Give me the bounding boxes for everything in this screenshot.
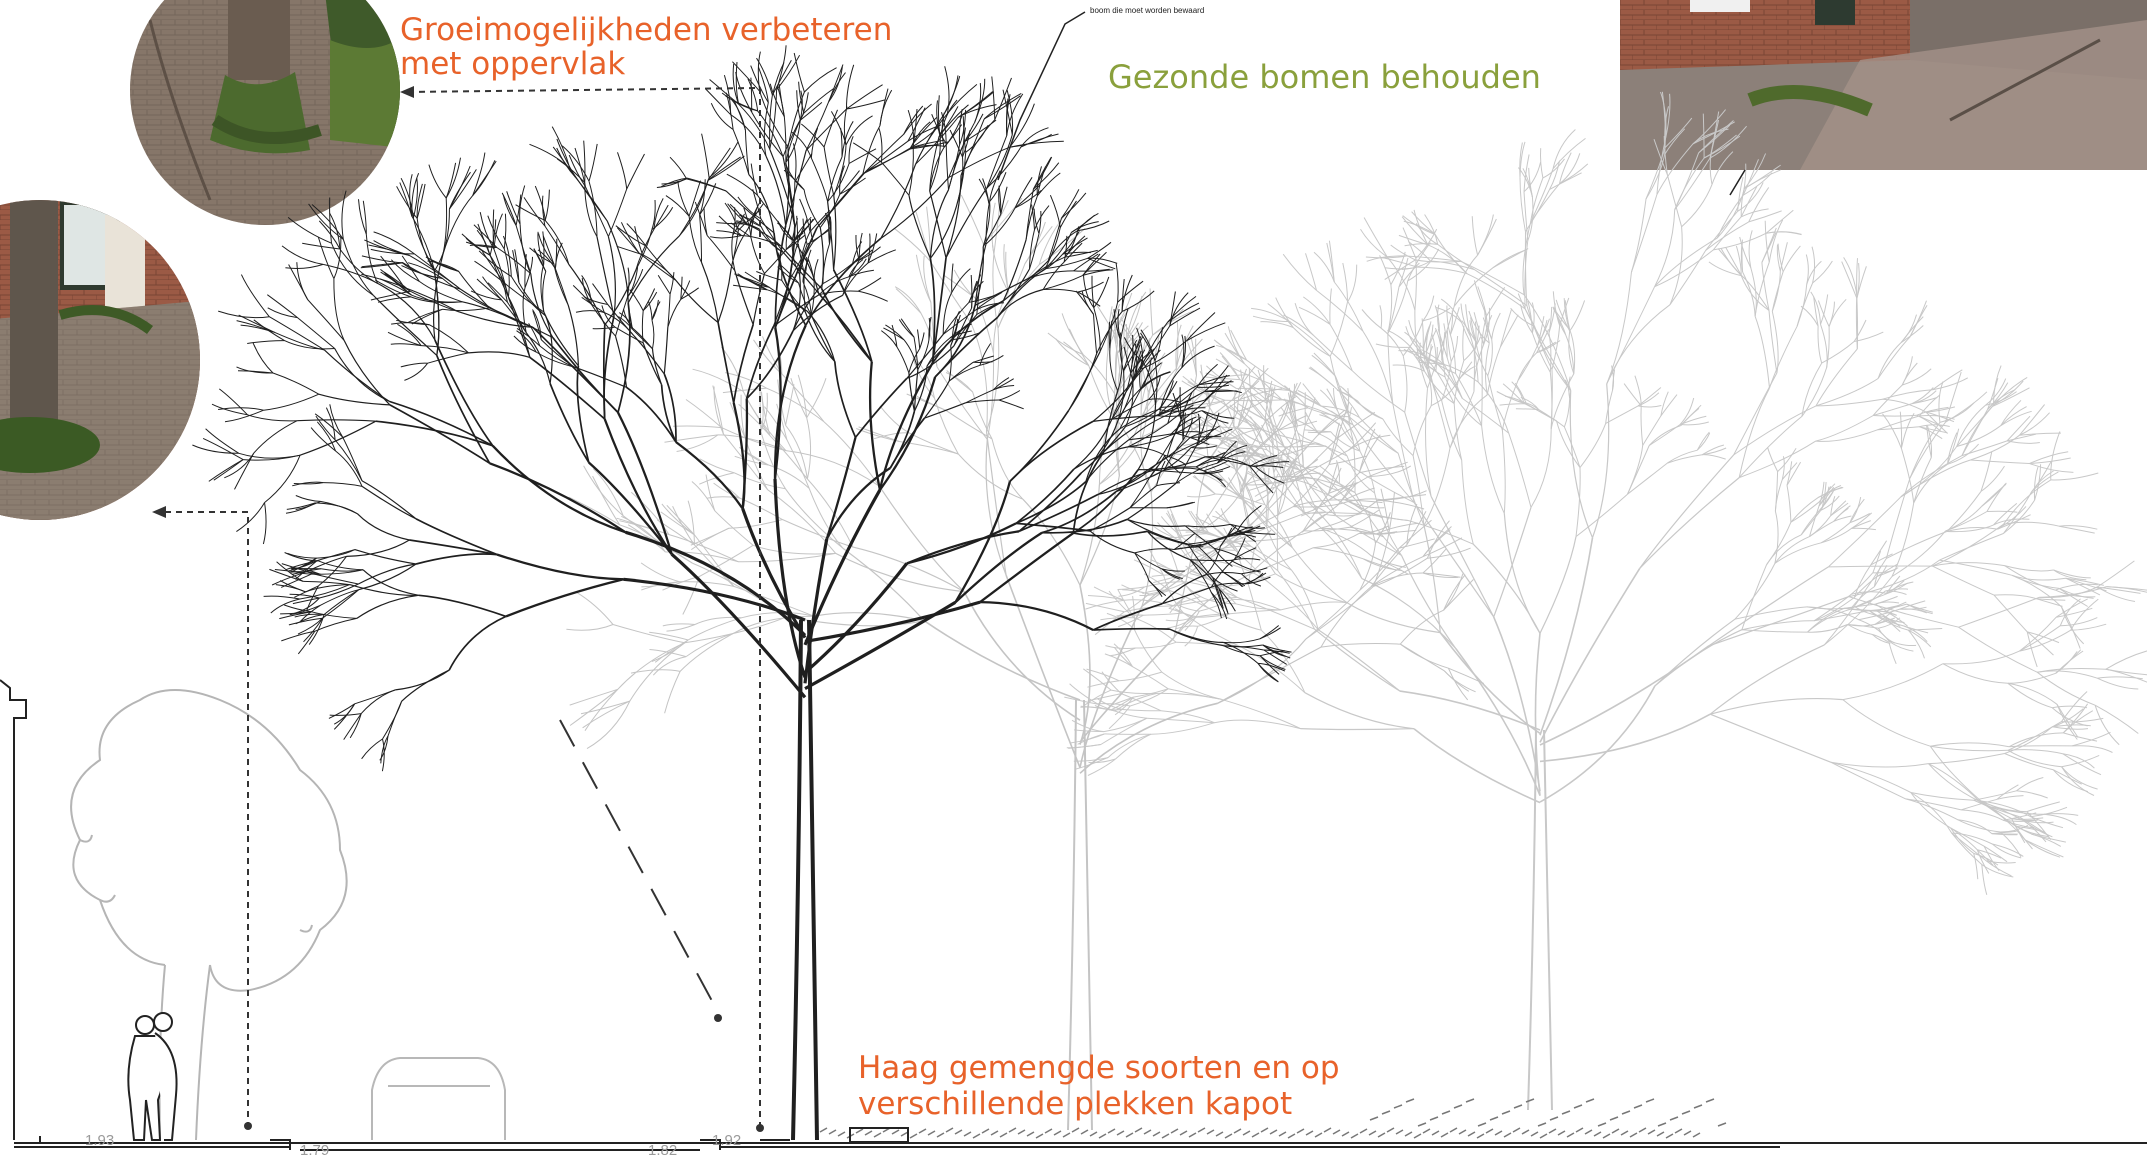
ground-line [14, 1136, 2147, 1151]
medium-background-tree [566, 194, 1485, 1131]
dimension-label-2: 1.79 [300, 1142, 330, 1159]
photo-leader [1729, 169, 1746, 196]
note-leader [997, 11, 1086, 181]
main-tree-to-preserve [192, 45, 1292, 1141]
building-facade [0, 679, 27, 1140]
annotation-gezonde-bomen: Gezonde bomen behouden [1108, 58, 1541, 96]
pedestrians-figure [127, 1012, 178, 1141]
photo-tree-pit-top [130, 0, 400, 225]
dimension-label-1: 1.93 [85, 1132, 115, 1149]
leader-arrowheads [152, 86, 764, 1132]
large-background-tree [1064, 91, 2147, 1111]
car-outline [371, 1057, 506, 1140]
dimension-label-3: 1.82 [648, 1142, 678, 1159]
photo-tree-pit-left [0, 200, 200, 520]
annotation-haag-line2: verschillende plekken kapot [858, 1086, 1293, 1122]
annotation-groei-line1: Groeimogelijkheden verbeteren [400, 12, 893, 48]
note-boom-bewaard: boom die moet worden bewaard [1090, 6, 1205, 15]
annotation-groei-line2: met oppervlak [400, 46, 626, 82]
annotation-haag-line1: Haag gemengde soorten en op [858, 1050, 1340, 1086]
hedge-ground-hatch [819, 1098, 1727, 1139]
photo-street-top-right [1620, 0, 2147, 170]
small-street-tree [70, 689, 348, 1141]
dashed-leader-lines [160, 86, 761, 1128]
dimension-label-4: 1.92 [712, 1132, 742, 1149]
